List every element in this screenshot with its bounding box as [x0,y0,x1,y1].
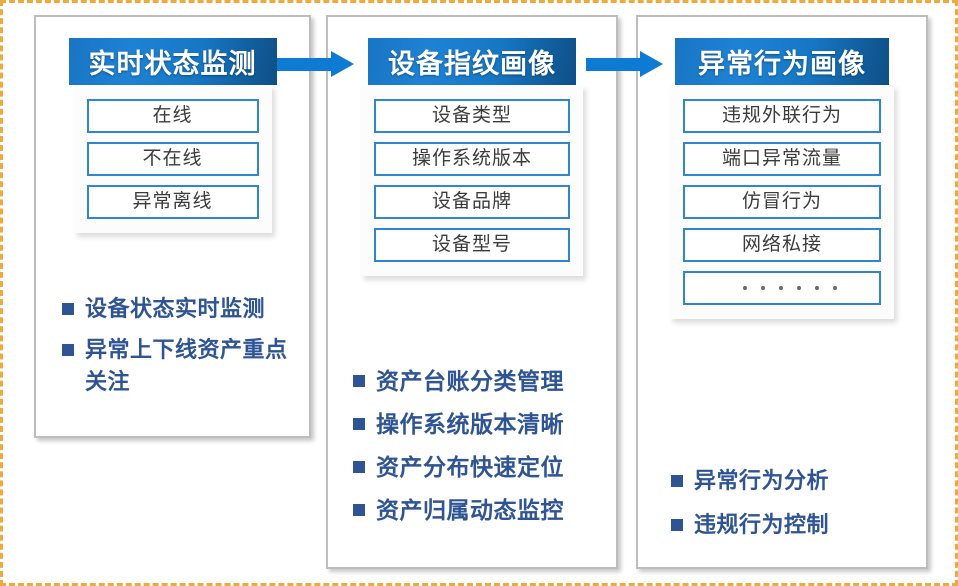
bullet-text: 异常上下线资产重点关注 [85,337,288,394]
bullet-list-device-fingerprint: 资产台账分类管理 操作系统版本清晰 资产分布快速定位 资产归属动态监控 [328,365,616,537]
item-box-unauthorized-network-access[interactable]: 网络私接 [683,228,881,262]
column-panel-device-fingerprint: 设备指纹画像 设备类型 操作系统版本 设备品牌 设备型号 资产台账分类管理 操作… [326,15,618,569]
arrow-shaft [586,58,641,71]
bullet-text: 异常行为分析 [694,468,830,493]
column-panel-abnormal-behavior: 异常行为画像 违规外联行为 端口异常流量 仿冒行为 网络私接 异常行为分析 [636,15,928,569]
item-box-illegal-external-connection[interactable]: 违规外联行为 [683,99,881,133]
items-card-realtime-status: 在线 不在线 异常离线 [73,85,272,233]
bullet-square-icon [62,344,74,356]
bullet-item: 资产台账分类管理 [353,365,604,397]
dot [779,286,783,290]
arrow-head [640,51,663,77]
item-box-port-abnormal-traffic[interactable]: 端口异常流量 [683,142,881,176]
column-panel-realtime-status: 实时状态监测 在线 不在线 异常离线 设备状态实时监测 异常上下线资产重点关注 [34,15,311,438]
dot [797,286,801,290]
column-header-abnormal-behavior: 异常行为画像 [675,38,889,85]
item-box-online[interactable]: 在线 [86,99,259,133]
bullet-text: 违规行为控制 [694,512,830,537]
ellipsis-dots-icon [685,273,879,303]
dot [743,286,747,290]
item-box-device-type[interactable]: 设备类型 [374,99,570,133]
item-box-os-version[interactable]: 操作系统版本 [374,142,570,176]
bullet-list-abnormal-behavior: 异常行为分析 违规行为控制 [638,465,926,553]
bullet-square-icon [671,519,683,531]
item-box-abnormal-offline[interactable]: 异常离线 [86,185,259,219]
bullet-square-icon [353,504,365,516]
item-box-device-model[interactable]: 设备型号 [374,228,570,262]
bullet-square-icon [353,418,365,430]
bullet-item: 异常上下线资产重点关注 [62,334,297,398]
bullet-item: 资产分布快速定位 [353,451,604,483]
arrow-col1-to-col2-icon [277,51,354,77]
bullet-text: 操作系统版本清晰 [376,411,564,437]
bullet-square-icon [62,303,74,315]
item-box-more-ellipsis[interactable] [683,271,881,305]
arrow-shaft [277,58,332,71]
dot [833,286,837,290]
bullet-item: 设备状态实时监测 [62,293,297,325]
item-box-impersonation[interactable]: 仿冒行为 [683,185,881,219]
bullet-text: 资产分布快速定位 [376,454,564,480]
arrow-head [331,51,354,77]
bullet-list-realtime-status: 设备状态实时监测 异常上下线资产重点关注 [36,293,309,407]
bullet-item: 操作系统版本清晰 [353,408,604,440]
item-box-device-brand[interactable]: 设备品牌 [374,185,570,219]
column-header-realtime-status: 实时状态监测 [68,38,277,85]
arrow-col2-to-col3-icon [586,51,663,77]
column-header-device-fingerprint: 设备指纹画像 [368,38,576,85]
dot [815,286,819,290]
bullet-square-icon [353,461,365,473]
bullet-text: 资产台账分类管理 [376,368,564,394]
bullet-text: 资产归属动态监控 [376,497,564,523]
item-box-offline[interactable]: 不在线 [86,142,259,176]
bullet-text: 设备状态实时监测 [85,296,266,321]
items-card-abnormal-behavior: 违规外联行为 端口异常流量 仿冒行为 网络私接 [670,85,894,319]
bullet-item: 资产归属动态监控 [353,494,604,526]
bullet-square-icon [353,375,365,387]
dot [761,286,765,290]
items-card-device-fingerprint: 设备类型 操作系统版本 设备品牌 设备型号 [361,85,583,276]
bullet-item: 异常行为分析 [671,465,914,497]
bullet-square-icon [671,475,683,487]
bullet-item: 违规行为控制 [671,509,914,541]
